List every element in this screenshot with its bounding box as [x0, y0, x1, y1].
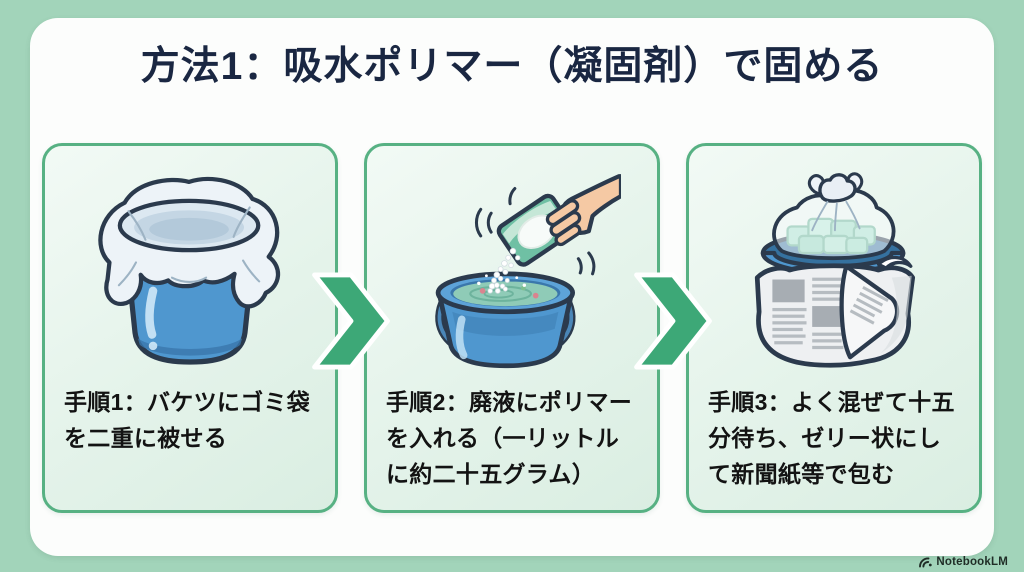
- step-caption: 手順1：バケツにゴミ袋を二重に被せる: [64, 388, 311, 452]
- hand-pouring-polymer-icon: [435, 173, 621, 368]
- step-separator-2: [634, 143, 712, 513]
- step-panel-3: 手順3：よく混ぜて十五分待ち、ゼリー状にして新聞紙等で包む: [686, 142, 982, 513]
- step-caption: 手順2：廃液にポリマーを入れる（一リットルに約二十五グラム）: [386, 388, 633, 488]
- bucket-with-double-bag-icon: [98, 176, 281, 365]
- step-separator-1: [312, 143, 390, 513]
- hand-pouring-polymer-into-bucket-illustration: [367, 146, 657, 384]
- chevron-right-icon: [634, 272, 712, 370]
- watermark-label: NotebookLM: [936, 556, 1008, 568]
- page-title: 方法1：吸水ポリマー（凝固剤）で固める: [140, 45, 884, 88]
- chevron-right-icon: [312, 272, 390, 370]
- newspaper-wrapped-bucket-with-tied-bag-illustration: [689, 146, 979, 384]
- bucket-with-double-bag-illustration: [45, 146, 335, 384]
- steps-row: 手順1：バケツにゴミ袋を二重に被せる: [30, 142, 994, 513]
- newspaper-wrapped-bucket-icon: [754, 171, 916, 368]
- step-panel-1: 手順1：バケツにゴミ袋を二重に被せる: [42, 142, 338, 513]
- content-card: 方法1：吸水ポリマー（凝固剤）で固める: [30, 18, 994, 556]
- step-panel-2: 手順2：廃液にポリマーを入れる（一リットルに約二十五グラム）: [364, 142, 660, 513]
- notebooklm-watermark: NotebookLM: [919, 555, 1008, 569]
- notebooklm-logo-icon: [919, 556, 933, 568]
- step-caption: 手順3：よく混ぜて十五分待ち、ゼリー状にして新聞紙等で包む: [708, 388, 955, 488]
